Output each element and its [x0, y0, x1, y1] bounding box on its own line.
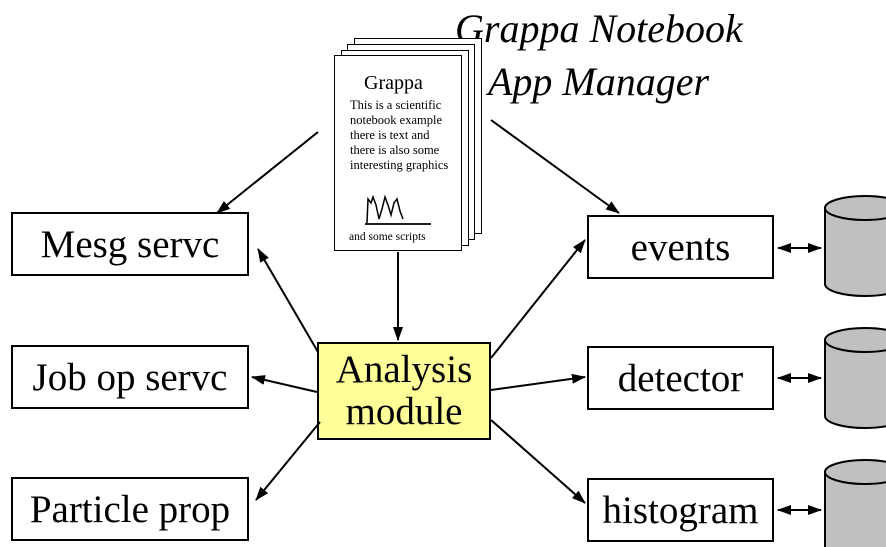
analysis-to-job-arrow — [251, 375, 318, 393]
analysis-module-label-line-2: module — [345, 390, 463, 433]
detector-box: detector — [587, 346, 774, 410]
analysis-module-label-line-1: Analysis — [335, 348, 473, 391]
analysis-to-histogram-arrow — [490, 419, 586, 504]
notebook-to-events-arrow — [490, 119, 620, 214]
detector-database-icon — [824, 327, 886, 429]
analysis-to-mesg-arrow — [257, 248, 319, 353]
job-op-servc-box: Job op servc — [11, 345, 249, 409]
analysis-to-particle-arrow — [255, 421, 321, 501]
analysis-to-events-arrow — [490, 239, 586, 359]
events-box: events — [587, 215, 774, 279]
particle-prop-box: Particle prop — [11, 477, 249, 541]
notebook-body-line: This is a scientific — [350, 98, 442, 112]
analysis-to-detector-arrow — [490, 373, 586, 391]
notebook-body-line: notebook example — [350, 113, 442, 127]
mesg-servc-box: Mesg servc — [11, 212, 249, 276]
diagram-title-line-2: App Manager — [488, 59, 710, 104]
notebook-graphic-sketch — [365, 194, 431, 225]
notebook-body-line: there is also some — [350, 143, 440, 157]
analysis-module-box: Analysis module — [317, 342, 491, 440]
notebook-heading: Grappa — [364, 72, 423, 94]
notebook-body-line: there is text and — [350, 128, 430, 142]
notebook-body-line: interesting graphics — [350, 158, 449, 172]
notebook-footer: and some scripts — [349, 231, 426, 243]
histogram-database-icon — [824, 459, 886, 547]
events-database-icon — [824, 195, 886, 297]
notebook-page: Grappa This is a scientific notebook exa… — [334, 55, 462, 251]
histogram-box: histogram — [587, 478, 774, 542]
notebook-to-mesg-arrow — [216, 131, 319, 214]
diagram-title-line-1: Grappa Notebook — [455, 6, 743, 51]
